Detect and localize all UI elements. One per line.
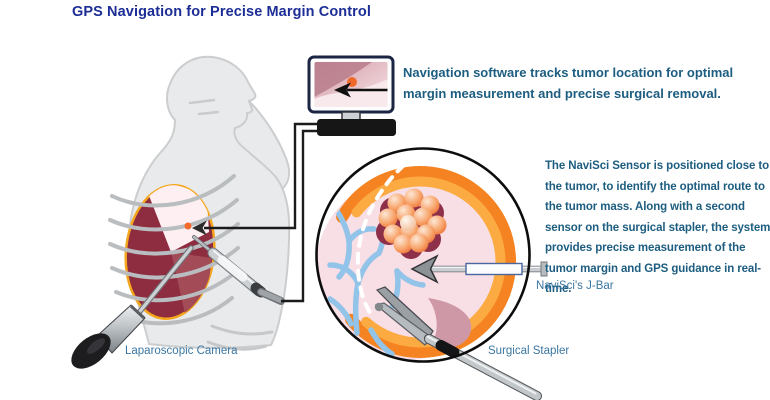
abdomen-lines (206, 324, 274, 351)
monitor-annotation: Navigation software tracks tumor locatio… (403, 65, 734, 101)
tissue-flap (428, 298, 472, 349)
label-stapler: Surgical Stapler (488, 345, 570, 357)
navigation-monitor (307, 55, 396, 136)
system-wires (204, 122, 318, 303)
face-lines (188, 98, 220, 116)
magnified-view (315, 147, 548, 400)
label-camera: Laparoscopic Camera (125, 345, 238, 357)
surgical-stapler-instrument (374, 286, 542, 400)
jbar-instrument (410, 254, 548, 284)
label-jbar: NaviSci's J-Bar (536, 280, 614, 292)
magnifier-outline (315, 147, 531, 363)
navisci-sensor-instrument (192, 235, 285, 305)
outer-orange-ring (336, 165, 517, 358)
laparoscopic-camera-icon (71, 245, 194, 369)
tumor-pointer-arrow (192, 220, 207, 236)
sensor-annotation: The NaviSci Sensor is positioned close t… (545, 160, 770, 295)
rib-lines (108, 174, 240, 326)
page-title: GPS Navigation for Precise Margin Contro… (72, 4, 371, 20)
screen-arrow-icon (334, 82, 351, 98)
console-box (317, 119, 396, 136)
inner-orange-ring (351, 176, 506, 348)
tumor-dot (184, 222, 192, 230)
jbar-arrowhead (410, 254, 439, 284)
tumor-cluster (376, 188, 447, 259)
monitor-screen (314, 62, 388, 107)
